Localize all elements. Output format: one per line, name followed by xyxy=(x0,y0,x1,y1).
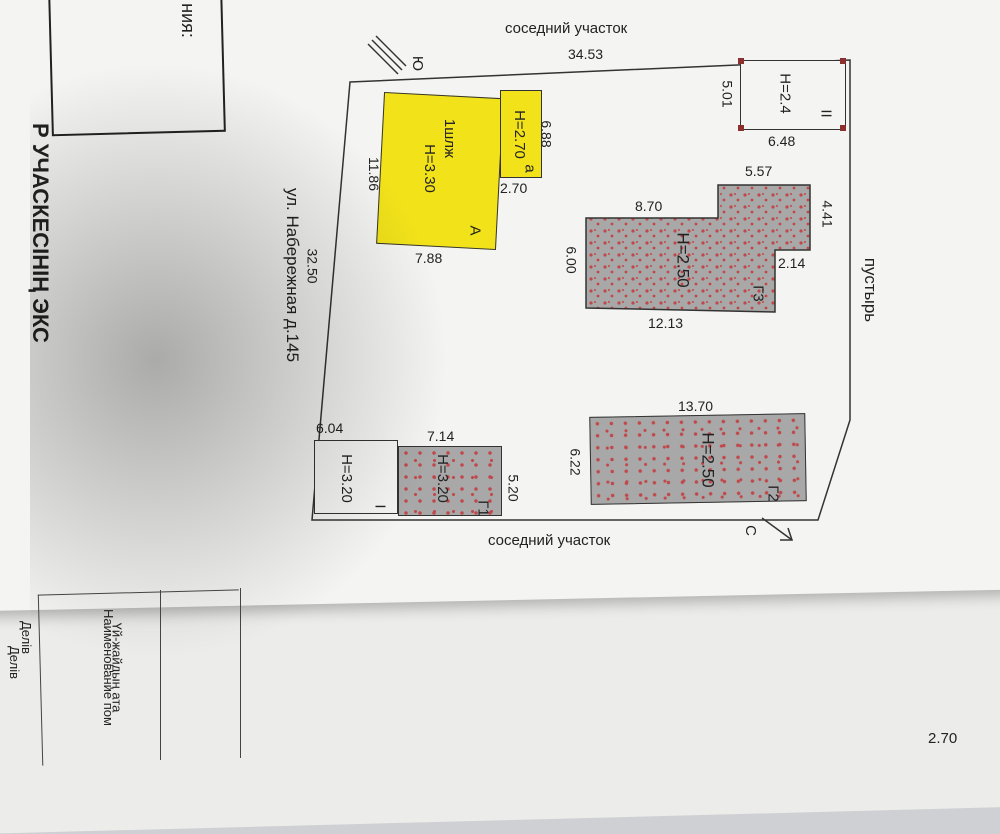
shed-ii-width: 6.48 xyxy=(768,133,796,149)
bottom-neighbor-label: соседний участок xyxy=(488,532,611,549)
shed-i-top: 6.04 xyxy=(316,420,344,436)
g3-name: Г3 xyxy=(749,285,767,302)
top-neighbor-label: соседний участок xyxy=(505,20,628,37)
footer-corner-value: 2.70 xyxy=(928,730,958,747)
g3-height: H=2.50 xyxy=(673,232,693,288)
g2-name: Г2 xyxy=(764,485,782,502)
shed-ii xyxy=(740,60,846,130)
annex-a xyxy=(500,90,542,178)
corner-mark xyxy=(840,58,846,64)
g1-name: Г1 xyxy=(474,500,492,517)
footer-line-2: Наименование пом xyxy=(100,609,116,726)
g3-left: 6.00 xyxy=(563,246,580,274)
footer-line-4: Делів xyxy=(6,646,22,679)
corner-mark xyxy=(840,125,846,131)
g3-side-a: 4.41 xyxy=(819,200,836,228)
g3-top-b: 5.57 xyxy=(745,163,773,179)
corner-mark xyxy=(738,58,744,64)
shed-i xyxy=(314,440,398,514)
main-house-width: 7.88 xyxy=(415,250,443,266)
shed-i-roman: I xyxy=(371,504,389,509)
g3-top-a: 8.70 xyxy=(635,198,663,214)
annex-width: 2.70 xyxy=(500,180,528,196)
site-top-dim: 34.53 xyxy=(568,46,604,62)
building-g1 xyxy=(398,446,502,516)
g1-side: 5.20 xyxy=(505,474,522,502)
g2-left: 6.22 xyxy=(567,448,584,476)
footer-table xyxy=(37,589,244,766)
footer-divider xyxy=(240,588,241,758)
g1-top: 7.14 xyxy=(427,428,455,444)
footer-divider xyxy=(160,590,161,760)
g1-height: H=3.20 xyxy=(433,454,451,503)
g3-side-b: 2.14 xyxy=(778,255,806,271)
shed-i-height: H=3.20 xyxy=(337,454,355,503)
building-g3 xyxy=(585,184,811,313)
corner-mark xyxy=(738,125,744,131)
g3-bottom: 12.13 xyxy=(648,315,684,331)
g2-height: H=2.50 xyxy=(698,432,718,488)
g2-top: 13.70 xyxy=(678,398,714,414)
